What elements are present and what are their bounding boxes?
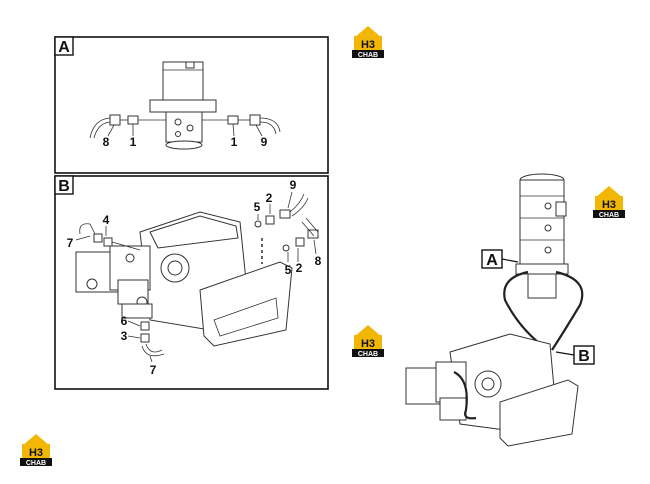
callout-b-5-top: 5 [254,200,261,214]
overview-drawing: A B [405,173,595,447]
callout-b-4: 4 [103,213,110,227]
callout-b-2-top: 2 [266,191,273,205]
svg-text:H3: H3 [29,447,43,459]
overview-hose-left [503,270,549,351]
fittings-left-b [79,223,141,251]
callout-a-9: 9 [261,135,268,149]
callout-b-5-bottom: 5 [285,263,292,277]
callout-b-3: 3 [121,329,128,343]
watermark-logo-1: H3 CHAB [352,26,384,59]
svg-text:CHAB: CHAB [358,52,378,59]
watermark-logo-2: H3 CHAB [593,186,625,219]
callout-b-7-left: 7 [67,236,74,250]
transmission-drawing-b [75,211,293,347]
callout-b-7-bottom: 7 [150,363,157,377]
panel-a: A [54,36,329,174]
swivel-joint-a [149,61,217,150]
watermark-logo-3: H3 CHAB [352,325,384,358]
svg-text:CHAB: CHAB [599,212,619,219]
svg-text:H3: H3 [602,199,616,211]
svg-text:H3: H3 [361,338,375,350]
callout-a-8: 8 [103,135,110,149]
callout-b-2-bottom: 2 [296,261,303,275]
callout-a-1-left: 1 [130,135,137,149]
panel-a-letter: A [58,39,70,56]
svg-text:CHAB: CHAB [26,460,46,467]
overview-transmission [405,333,579,447]
callout-a-1-right: 1 [231,135,238,149]
panel-b: B [54,175,329,390]
callout-b-8: 8 [315,254,322,268]
overview-label-a: A [486,252,498,269]
fittings-top-b [254,193,319,264]
overview-hose-right [551,270,584,351]
callout-b-9: 9 [290,178,297,192]
watermark-logo-4: H3 CHAB [20,434,52,467]
overview-swivel-column [515,173,569,299]
right-hose-assembly-a [202,114,281,135]
callout-b-6: 6 [121,314,128,328]
svg-text:CHAB: CHAB [358,351,378,358]
left-hose-assembly-a [89,114,166,139]
overview-label-b: B [578,348,590,365]
panel-b-letter: B [58,178,70,195]
fittings-bottom-b [140,321,165,357]
svg-text:H3: H3 [361,39,375,51]
